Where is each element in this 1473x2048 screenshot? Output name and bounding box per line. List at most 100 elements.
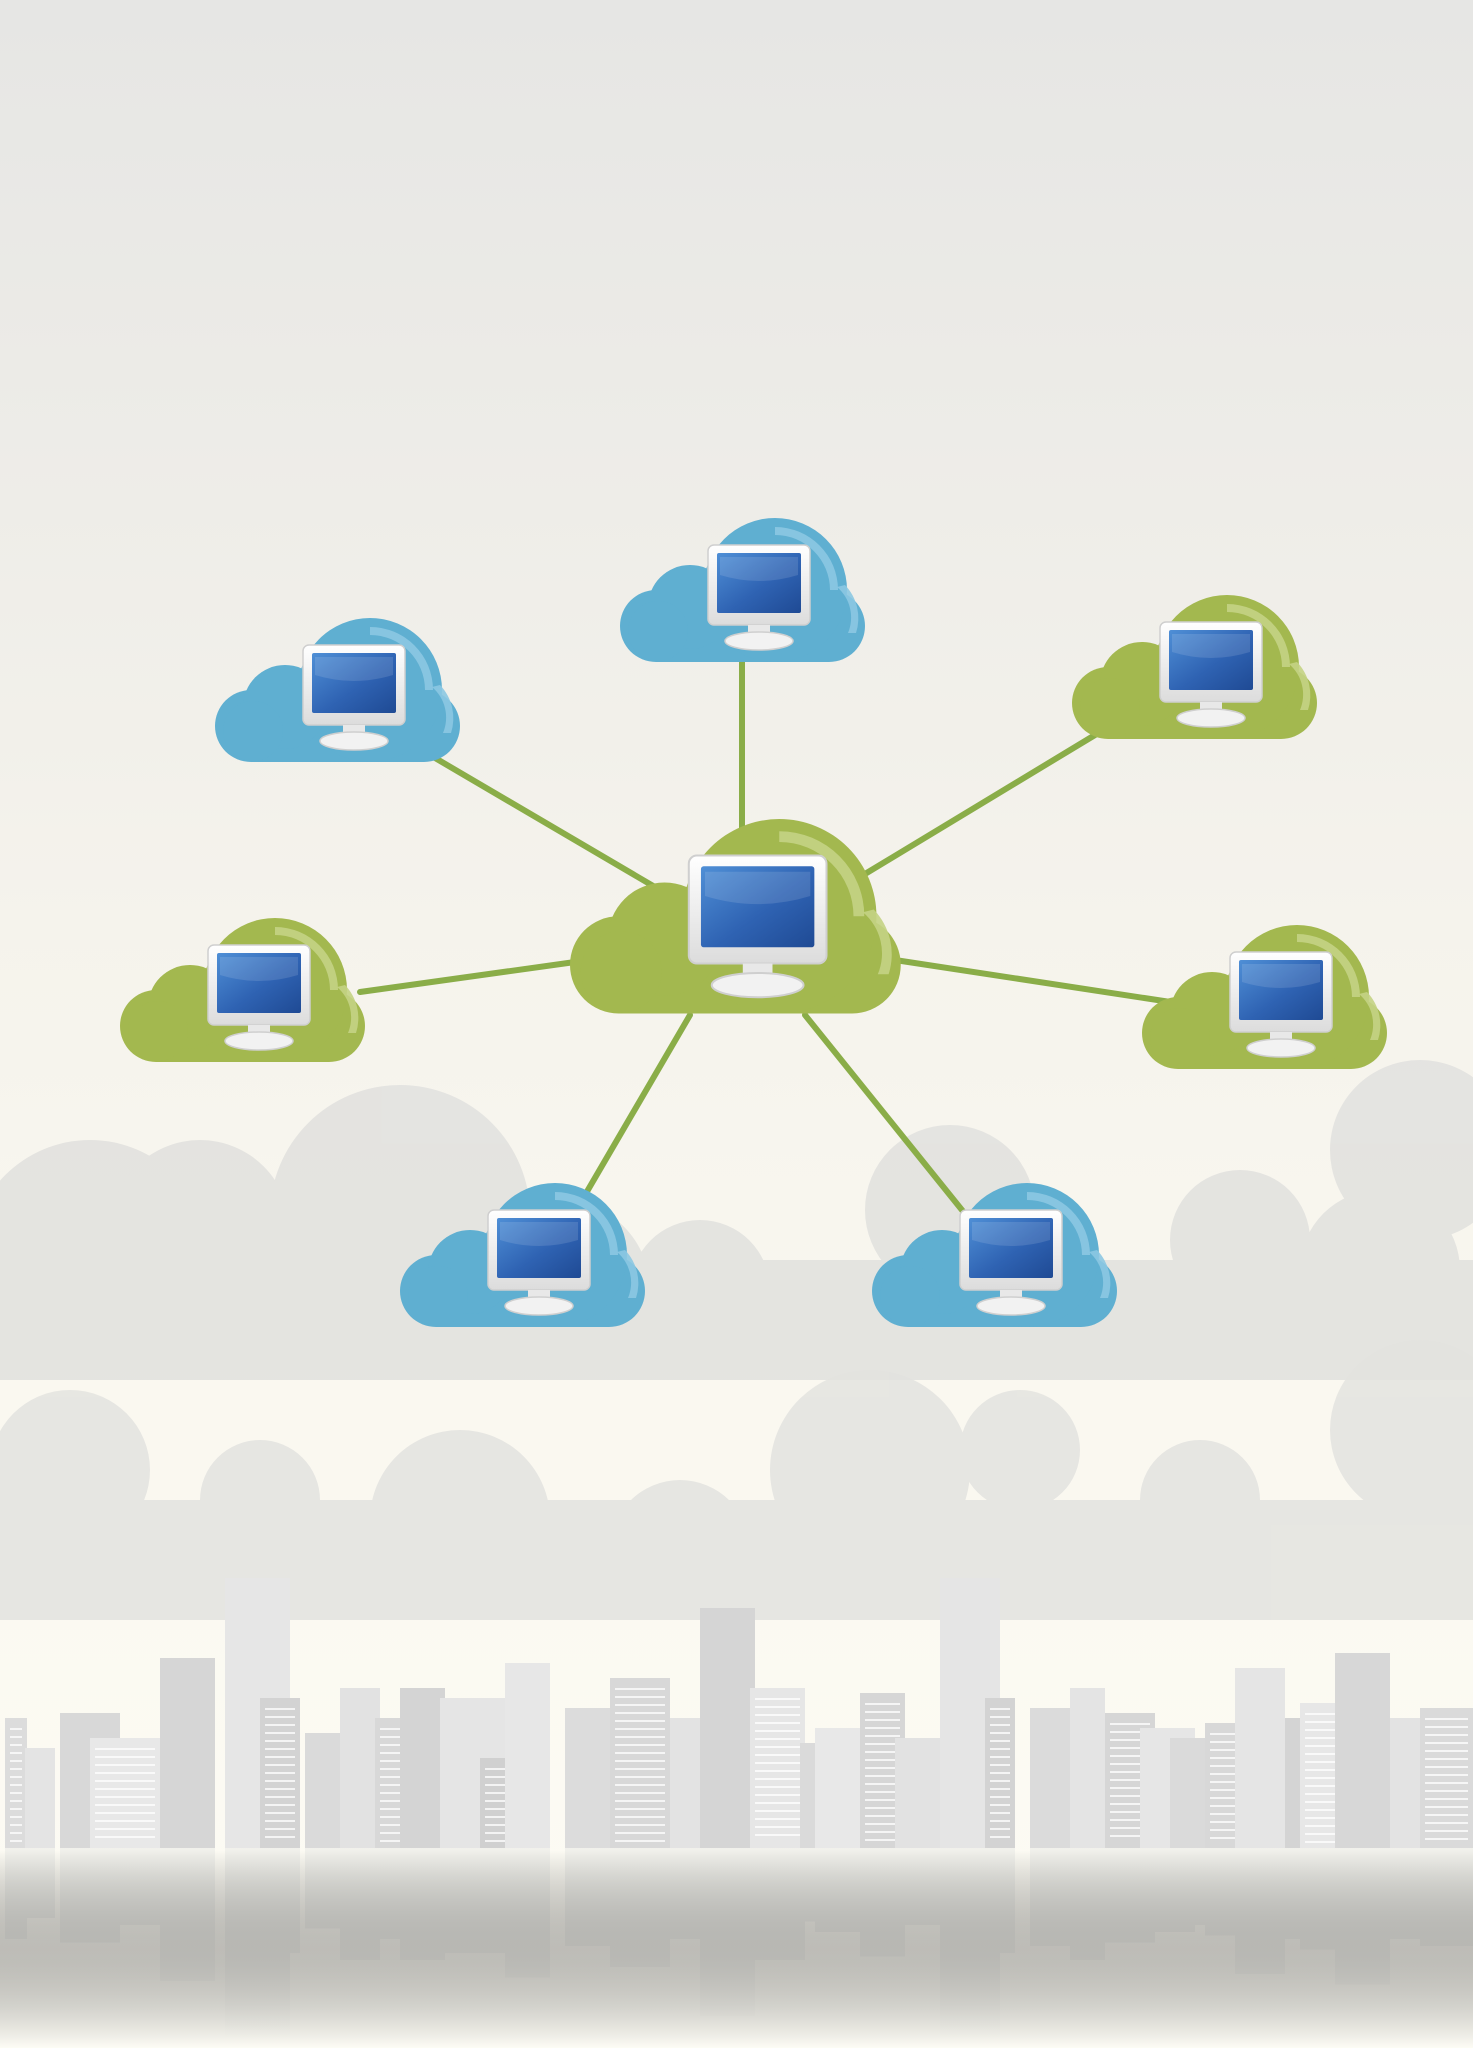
building-window-row [380, 1736, 405, 1738]
cloud-highlight [1089, 1250, 1111, 1298]
building-window-row [10, 1800, 22, 1802]
building-window-row [265, 1756, 295, 1758]
building-window-row [615, 1784, 665, 1786]
cloud-highlight [617, 1250, 639, 1298]
building-window-row [1210, 1805, 1235, 1807]
cloud-highlight [837, 585, 859, 633]
cloud-highlight [337, 985, 359, 1033]
building-window-row [1425, 1830, 1468, 1832]
skyline-building [505, 1663, 550, 1848]
cloud-highlight [432, 685, 454, 733]
building-window-row [95, 1796, 155, 1798]
building-window-row [755, 1714, 800, 1716]
building-window-row [485, 1808, 505, 1810]
building-window-row [10, 1768, 22, 1770]
building-window-row [380, 1744, 405, 1746]
building-window-row [1110, 1747, 1150, 1749]
building-window-row [1110, 1739, 1150, 1741]
building-window-row [1210, 1829, 1235, 1831]
building-window-row [615, 1800, 665, 1802]
skyline-building [610, 1678, 670, 1848]
building-window-row [1110, 1819, 1150, 1821]
building-window-row [990, 1708, 1010, 1710]
building-window-row [95, 1756, 155, 1758]
building-window-row [1210, 1749, 1235, 1751]
building-window-row [755, 1834, 800, 1836]
building-window-row [1425, 1766, 1468, 1768]
building-window-row [1425, 1718, 1468, 1720]
building-window-row [265, 1812, 295, 1814]
building-window-row [485, 1784, 505, 1786]
building-window-row [990, 1836, 1010, 1838]
building-window-row [10, 1744, 22, 1746]
building-window-row [755, 1802, 800, 1804]
building-window-row [990, 1772, 1010, 1774]
building-window-row [990, 1748, 1010, 1750]
building-window-row [265, 1780, 295, 1782]
cloud-node-middle-left [120, 918, 365, 1062]
building-window-row [1110, 1811, 1150, 1813]
building-window-row [755, 1770, 800, 1772]
building-window-row [865, 1735, 900, 1737]
building-window-row [485, 1816, 505, 1818]
building-window-row [265, 1724, 295, 1726]
building-window-row [380, 1768, 405, 1770]
building-window-row [265, 1820, 295, 1822]
building-window-row [1210, 1733, 1235, 1735]
building-window-row [95, 1788, 155, 1790]
building-window-row [865, 1799, 900, 1801]
building-window-row [1425, 1758, 1468, 1760]
building-window-row [1425, 1782, 1468, 1784]
building-window-row [95, 1772, 155, 1774]
building-window-row [865, 1751, 900, 1753]
building-window-row [380, 1776, 405, 1778]
skyline-building [750, 1688, 805, 1848]
building-window-row [10, 1736, 22, 1738]
building-window-row [755, 1794, 800, 1796]
building-window-row [1110, 1795, 1150, 1797]
cloud-highlight [275, 927, 338, 990]
building-window-row [865, 1767, 900, 1769]
cloud-node-bottom-right [872, 1183, 1117, 1327]
building-window-row [485, 1840, 505, 1842]
building-window-row [990, 1812, 1010, 1814]
building-window-row [990, 1828, 1010, 1830]
building-window-row [95, 1804, 155, 1806]
skyline-building [895, 1738, 940, 1848]
building-window-row [755, 1738, 800, 1740]
connection-bottom-left [582, 1012, 693, 1198]
building-window-row [990, 1804, 1010, 1806]
building-window-row [755, 1810, 800, 1812]
building-window-row [865, 1743, 900, 1745]
cloud-highlight [1227, 604, 1290, 667]
building-window-row [865, 1775, 900, 1777]
building-window-row [485, 1776, 505, 1778]
building-window-row [1210, 1773, 1235, 1775]
building-window-row [990, 1724, 1010, 1726]
skyline-building [400, 1688, 445, 1848]
building-window-row [615, 1792, 665, 1794]
building-window-row [485, 1768, 505, 1770]
building-window-row [615, 1688, 665, 1690]
building-window-row [615, 1760, 665, 1762]
computer-monitor-icon [1229, 951, 1333, 1058]
skyline-building [90, 1738, 160, 1848]
building-window-row [755, 1754, 800, 1756]
building-window-row [485, 1824, 505, 1826]
building-window-row [865, 1703, 900, 1705]
building-window-row [1425, 1734, 1468, 1736]
building-window-row [615, 1808, 665, 1810]
building-window-row [1110, 1803, 1150, 1805]
building-window-row [615, 1768, 665, 1770]
connection-top-left [427, 752, 663, 893]
building-window-row [265, 1828, 295, 1830]
network-nodes [120, 518, 1387, 1327]
building-window-row [865, 1783, 900, 1785]
building-window-row [1210, 1741, 1235, 1743]
building-window-row [865, 1823, 900, 1825]
cloud-highlight [555, 1192, 618, 1255]
building-window-row [380, 1784, 405, 1786]
building-window-row [615, 1816, 665, 1818]
building-window-row [10, 1760, 22, 1762]
